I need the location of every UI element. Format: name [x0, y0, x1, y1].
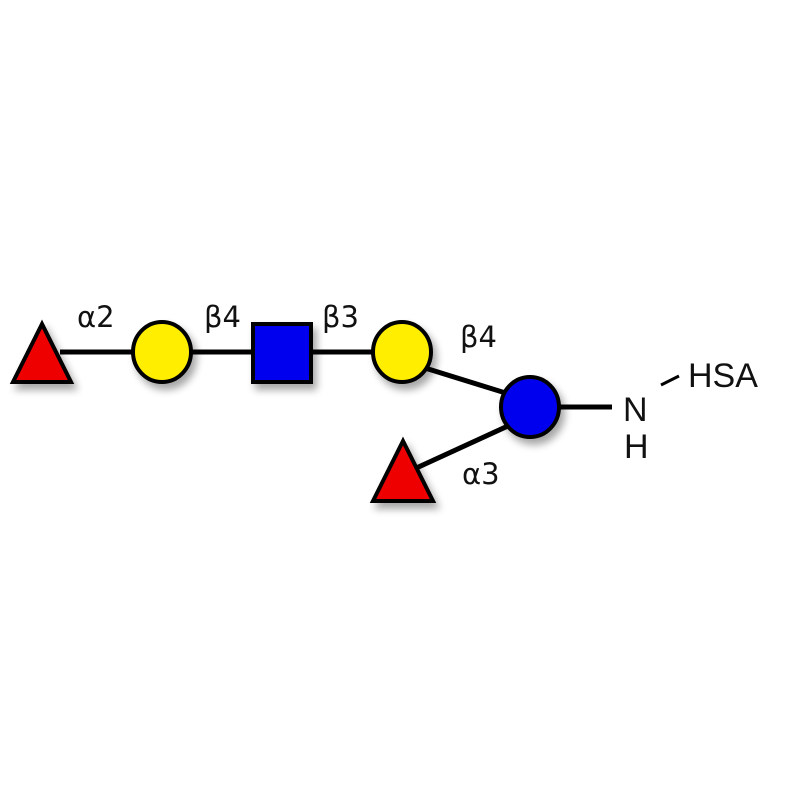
glucose-circle-icon [499, 375, 561, 439]
fucose-triangle-icon [9, 319, 75, 384]
linkage-label: α3 [462, 457, 500, 491]
carrier-label: HSA [688, 357, 758, 395]
linkage-label: β4 [460, 320, 497, 354]
linker-n: N [623, 391, 648, 429]
bond-n-hsa [660, 374, 680, 387]
bonds [60, 349, 680, 473]
galactose-circle-icon [371, 320, 433, 384]
fucose-triangle-icon [369, 436, 437, 503]
bond-gal2-glc [424, 365, 513, 398]
linker-h: H [624, 428, 649, 466]
linkage-label: β4 [204, 300, 241, 334]
bond-fuc2-glc [410, 422, 512, 473]
linkage-label: β3 [322, 300, 359, 334]
linkage-label: α2 [77, 300, 115, 334]
galactose-circle-icon [131, 320, 193, 384]
glcnac-square-icon [251, 322, 313, 384]
